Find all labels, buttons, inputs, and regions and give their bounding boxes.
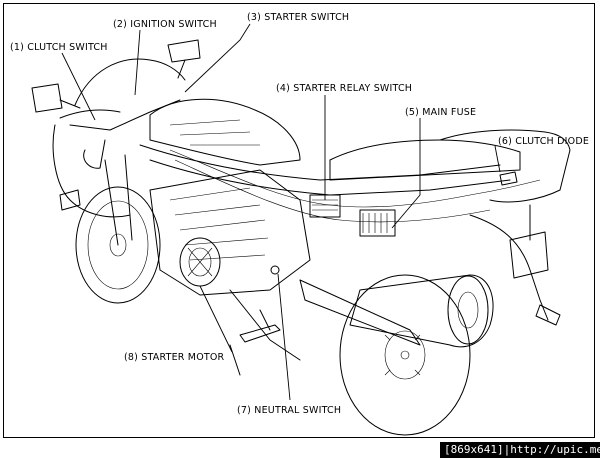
fuse-box (359, 209, 396, 237)
label-ignition-switch: (2) IGNITION SWITCH (113, 19, 217, 30)
swingarm (299, 279, 421, 346)
label-clutch-diode: (6) CLUTCH DIODE (498, 136, 589, 147)
muffler (349, 274, 494, 348)
leader-clutch-switch (61, 52, 96, 121)
fuel-tank (149, 98, 301, 166)
windscreen (74, 58, 186, 106)
label-neutral-switch: (7) NEUTRAL SWITCH (237, 405, 341, 416)
clutch-diode-part (499, 171, 518, 186)
wiring-harness (169, 149, 541, 208)
front-wheel (75, 186, 161, 304)
label-starter-motor: (8) STARTER MOTOR (124, 352, 225, 363)
leader-clutch-diode (494, 145, 501, 173)
leader-ignition-switch (134, 29, 141, 96)
part-labels: (1) CLUTCH SWITCH (2) IGNITION SWITCH (3… (10, 12, 589, 416)
label-starter-switch: (3) STARTER SWITCH (247, 12, 349, 23)
front-fairing (52, 124, 131, 218)
exhaust-header (229, 289, 301, 361)
motorcycle-drawing (31, 39, 571, 436)
left-mirror (31, 83, 63, 113)
frame-beam (139, 144, 501, 181)
watermark-badge: [869x641]|http://upic.me/ (440, 442, 600, 458)
rear-cowl (439, 129, 571, 203)
leader-starter-switch (184, 23, 251, 93)
handlebar (69, 99, 181, 131)
leader-main-fuse (391, 118, 421, 229)
leader-neutral-switch (277, 273, 291, 401)
leader-lines (61, 23, 501, 401)
license-plate (509, 231, 549, 279)
rear-wheel (339, 274, 471, 436)
label-main-fuse: (5) MAIN FUSE (405, 107, 476, 118)
headlight (59, 189, 81, 211)
foot-peg (239, 324, 281, 343)
front-fork (104, 154, 133, 246)
label-starter-relay-switch: (4) STARTER RELAY SWITCH (276, 83, 412, 94)
right-mirror (167, 39, 201, 63)
label-clutch-switch: (1) CLUTCH SWITCH (10, 42, 108, 53)
leader-starter-motor (199, 285, 233, 353)
engine-block (149, 169, 311, 296)
diagram-border (3, 3, 595, 438)
neutral-switch-part (270, 265, 280, 275)
